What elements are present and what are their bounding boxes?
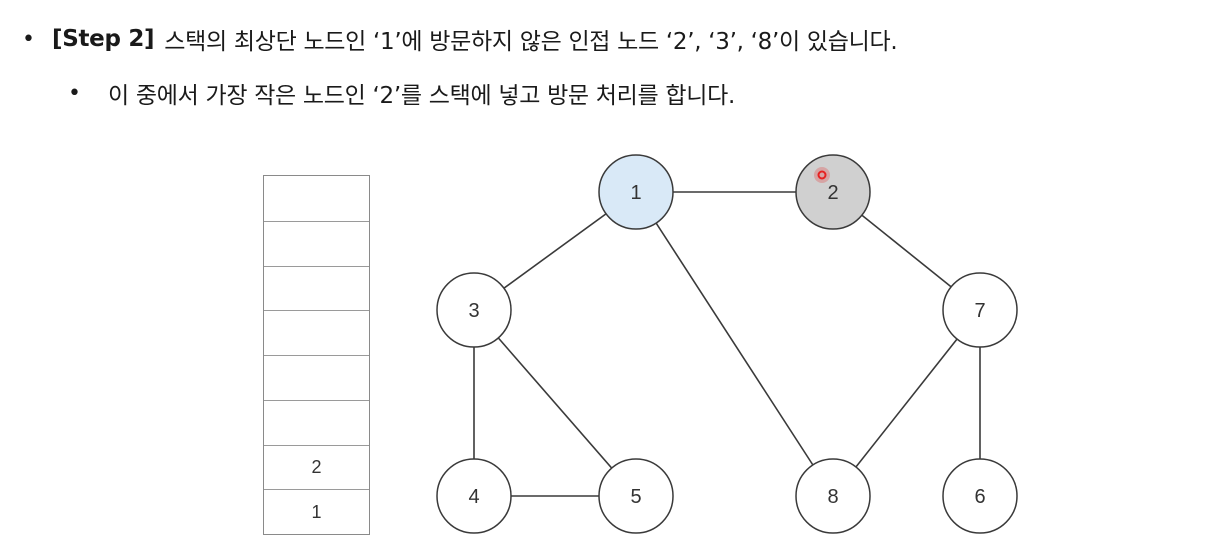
stack-cell-2 (264, 265, 369, 311)
bullet-dot-icon: • (22, 26, 35, 52)
node-7: 7 (942, 272, 1018, 348)
stack-cell-1 (264, 220, 369, 266)
bullet-text-1: 스택의 최상단 노드인 ‘1’에 방문하지 않은 인접 노드 ‘2’, ‘3’,… (164, 29, 898, 55)
stack: 2 1 (263, 175, 370, 535)
node-circle-3 (436, 272, 512, 348)
bullet-dot-icon: • (68, 80, 81, 106)
cursor-layer (814, 167, 830, 183)
node-3: 3 (436, 272, 512, 348)
node-circle-2 (795, 154, 871, 230)
cursor-dot-icon (817, 170, 827, 180)
node-circle-1 (598, 154, 674, 230)
node-2: 2 (795, 154, 871, 230)
node-5: 5 (598, 458, 674, 534)
node-circle-7 (942, 272, 1018, 348)
node-6: 6 (942, 458, 1018, 534)
node-circle-6 (942, 458, 1018, 534)
step-tag: [Step 2] (52, 26, 155, 52)
stack-cell-6: 2 (264, 444, 369, 490)
node-label-5: 5 (630, 486, 641, 508)
node-circle-8 (795, 458, 871, 534)
edges-layer (473, 191, 981, 497)
node-circle-4 (436, 458, 512, 534)
node-label-1: 1 (630, 182, 641, 204)
stack-cell-4 (264, 355, 369, 400)
stack-cell-5 (264, 399, 369, 445)
edge-7-8 (832, 309, 981, 497)
node-label-7: 7 (974, 300, 985, 322)
bullet-line-2: • 이 중에서 가장 작은 노드인 ‘2’를 스택에 넣고 방문 처리를 합니다… (68, 76, 735, 110)
node-label-6: 6 (974, 486, 985, 508)
node-circle-5 (598, 458, 674, 534)
cursor-halo-icon (814, 167, 830, 183)
node-4: 4 (436, 458, 512, 534)
node-label-4: 4 (468, 486, 479, 508)
node-8: 8 (795, 458, 871, 534)
stack-cell-3 (264, 310, 369, 355)
edge-1-8 (635, 191, 834, 497)
bullet-text-2: 이 중에서 가장 작은 노드인 ‘2’를 스택에 넣고 방문 처리를 합니다. (108, 83, 735, 109)
node-1: 1 (598, 154, 674, 230)
nodes-layer: 1 2 3 4 5 6 7 8 (436, 154, 1018, 534)
stack-cell-7: 1 (264, 489, 369, 534)
bullet-line-1: • [Step 2] 스택의 최상단 노드인 ‘1’에 방문하지 않은 인접 노… (22, 22, 898, 56)
edge-3-5 (473, 309, 637, 497)
node-label-3: 3 (468, 300, 479, 322)
node-label-2: 2 (827, 182, 838, 204)
node-label-8: 8 (827, 486, 838, 508)
